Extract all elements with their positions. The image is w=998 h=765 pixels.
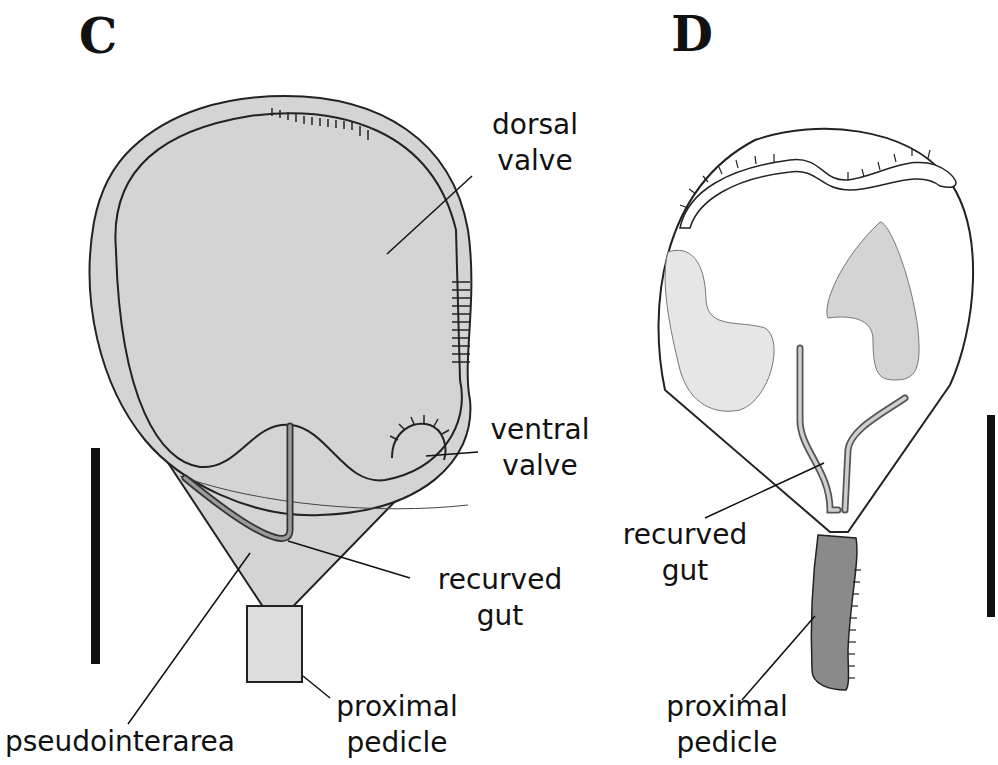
pedicle-d	[811, 535, 857, 690]
gut-d	[800, 348, 905, 510]
part-label: recurved gut	[420, 562, 580, 634]
pedicle-shape	[247, 606, 302, 682]
setae-ticks	[272, 108, 470, 440]
part-label: dorsal valve	[475, 107, 595, 179]
scale-bar	[91, 448, 100, 664]
mantle-margin	[680, 160, 956, 228]
gut-fill	[185, 426, 290, 538]
setae-ticks-d	[680, 148, 930, 208]
pedicle-ticks	[848, 570, 861, 678]
part-label: recurved gut	[605, 517, 765, 589]
part-label: ventral valve	[475, 412, 605, 484]
scale-bar-d	[987, 415, 995, 617]
part-label: proximal pedicle	[650, 689, 805, 761]
panel-letter: C	[63, 10, 133, 62]
leader-lines-d	[705, 463, 824, 700]
gut-outline	[185, 426, 290, 538]
gonad-right	[827, 222, 919, 380]
part-label: proximal pedicle	[320, 689, 475, 761]
gonad-left	[665, 250, 774, 411]
ventral-valve-outline	[90, 96, 472, 515]
part-label: pseudointerarea	[5, 724, 235, 760]
leader-lines	[128, 176, 478, 724]
shell-outline	[659, 129, 974, 532]
panel-letter: D	[657, 8, 727, 60]
